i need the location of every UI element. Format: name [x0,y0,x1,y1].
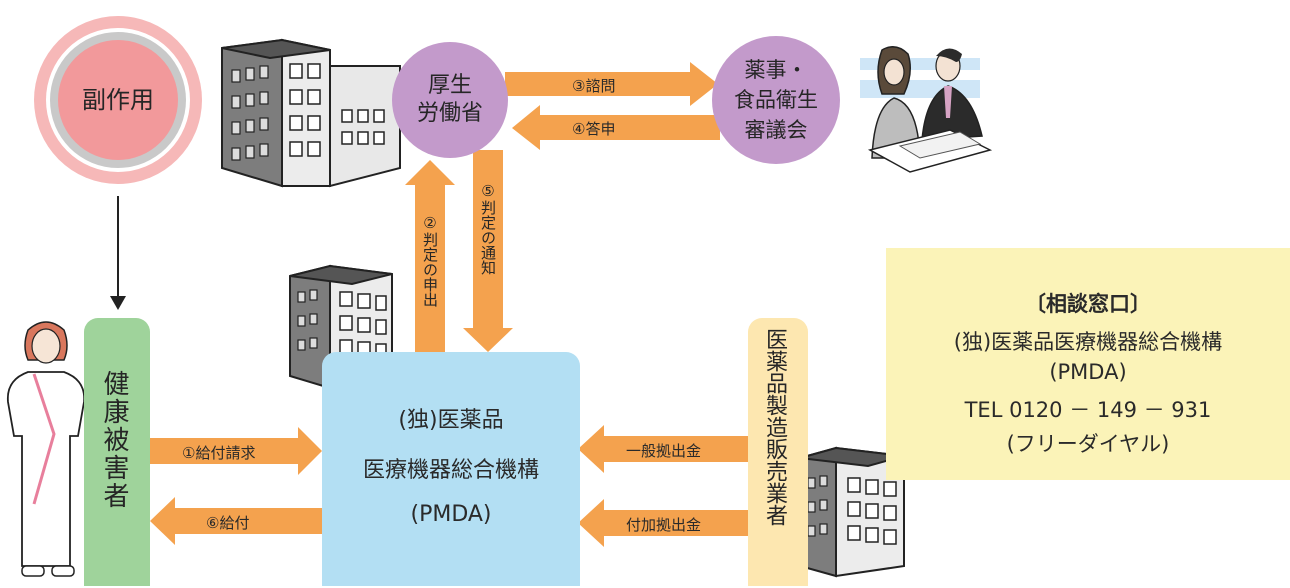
contact-heading: 〔相談窓口〕 [1025,292,1151,316]
patient-icon [6,321,86,577]
pmda-name-line2: 医療機器総合機構 [362,458,539,483]
side-effect-label: 副作用 [82,86,154,114]
step3-label: ③諮問 [572,77,616,95]
contact-tel: TEL 0120 － 149 － 931 [964,398,1212,422]
manufacturer-building-icon [799,446,905,578]
step1-label: ①給付請求 [182,444,256,462]
contact-abbr: (PMDA) [1049,360,1127,384]
consult-arrow [505,62,718,106]
step4-label: ④答申 [572,120,616,138]
manufacturer-label: 医薬品製造販売業者 [762,328,787,526]
side-effect-arrow-head [110,296,126,310]
report-arrow [512,105,720,150]
council-circle [712,36,840,164]
mhlw-circle [392,42,508,158]
benefit-claim-arrow [150,427,322,475]
request-judgment-arrow [405,160,455,355]
mhlw-label: 厚生 労働省 [416,73,483,126]
step2-label: ②判定の申出 [421,214,439,307]
contact-org: (独)医薬品医療機器総合機構 [953,330,1223,354]
side-effect-circle [58,40,178,160]
council-members-icon [860,46,993,173]
step5-label: ⑤判定の通知 [479,182,497,275]
victim-box [84,318,150,586]
contact-box [886,248,1290,480]
judgment-notice-arrow [463,150,513,352]
pmda-name-line1: (独)医薬品 [398,408,504,433]
additional-contribution-arrow [578,499,748,547]
step6-label: ⑥給付 [206,514,250,532]
pmda-name-line3: (PMDA) [410,502,492,527]
manufacturer-box [748,318,808,586]
victim-label: 健康被害者 [99,370,129,510]
pmda-box [322,352,580,586]
general-contribution-label: 一般拠出金 [626,442,702,460]
council-label: 薬事・ 食品衛生 審議会 [734,58,818,142]
additional-contribution-label: 付加拠出金 [626,516,702,534]
benefit-payment-arrow [150,497,322,545]
general-contribution-arrow [578,425,748,473]
office-building-icon [221,38,401,188]
contact-note: (フリーダイヤル) [1006,432,1170,456]
